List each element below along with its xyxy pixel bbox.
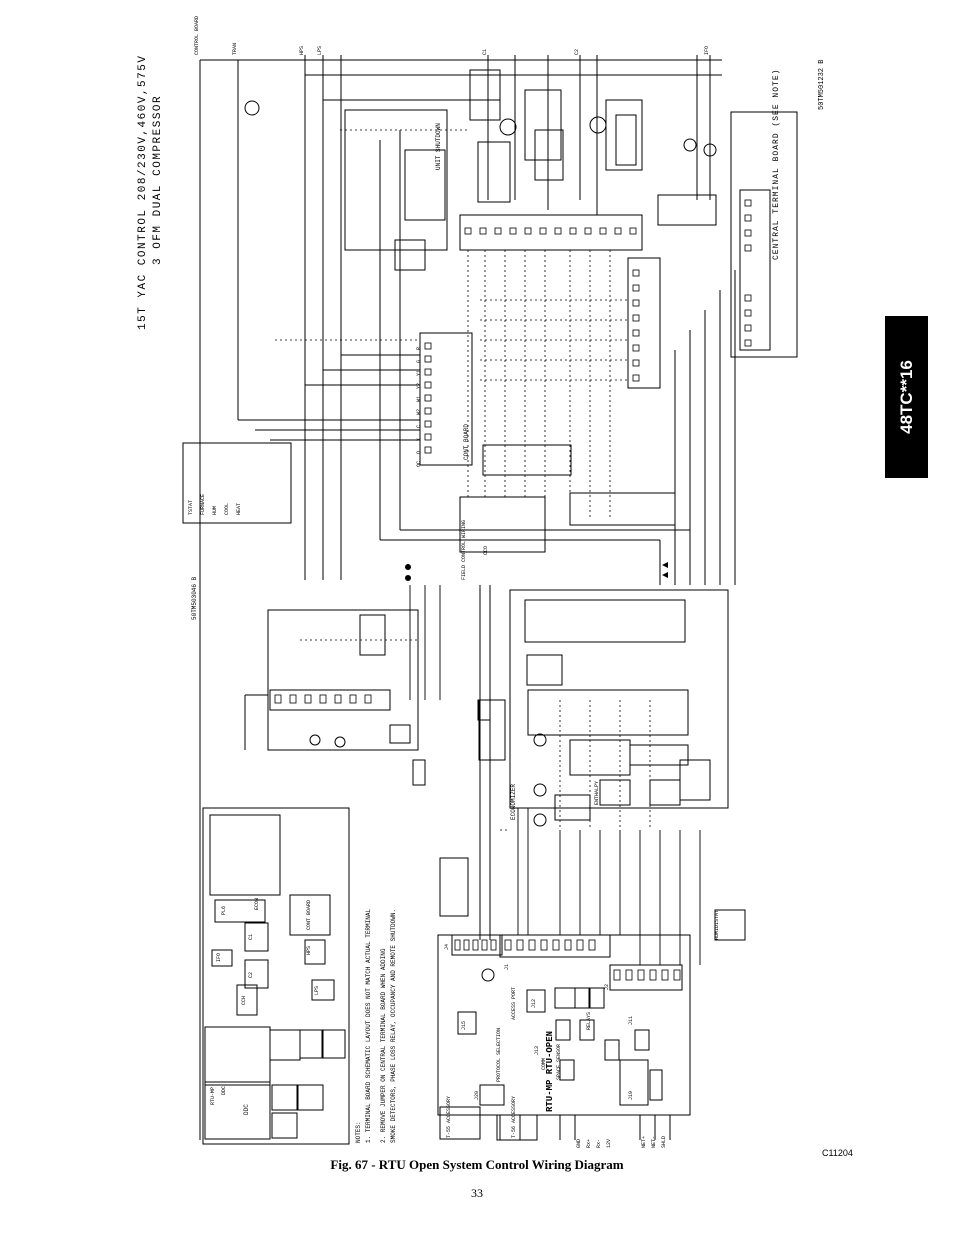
legend-label: J19 <box>628 1091 634 1100</box>
legend-label: HPS <box>306 946 312 955</box>
economizer-label: ECONOMIZER <box>510 784 517 820</box>
bottom-terminal-label: Rx+ <box>586 1139 592 1148</box>
humidistat-label: HUMIDISTAT <box>714 910 720 940</box>
figure-caption: Fig. 67 - RTU Open System Control Wiring… <box>330 1157 624 1172</box>
legend-label: RTU-MP <box>210 1087 216 1105</box>
power-connection-label: LPS <box>317 46 323 55</box>
terminal-label: G <box>416 360 422 363</box>
drawing-number: 50TM501232 B <box>818 60 826 110</box>
unit-shutdown-label: UNIT SHUTDOWN <box>435 123 442 170</box>
power-connection-label: C2 <box>574 49 580 55</box>
terminal-label: Y2 <box>416 383 422 389</box>
note-1: 1. TERMINAL BOARD SCHEMATIC LAYOUT DOES … <box>365 909 372 1143</box>
terminal-label: OC <box>416 461 422 467</box>
secondary-drawing-number: 50TM503046 B <box>191 576 198 620</box>
relays-label: RELAYS <box>586 1012 592 1030</box>
lower-left-label: HEAT <box>236 503 242 515</box>
note-3: SMOKE DETECTORS, PHASE LOSS RELAY, OCCUP… <box>390 909 397 1143</box>
t56-accessory-label: T-56 ACCESSORY <box>511 1096 517 1138</box>
legend-label: IFO <box>216 953 222 962</box>
legend-label: J4 <box>444 944 450 950</box>
ddc-label: DDC <box>243 1104 250 1115</box>
legend-label: LPS <box>314 986 320 995</box>
page-number: 33 <box>471 1186 483 1200</box>
comm-terminal-label: SHLD <box>661 1136 667 1148</box>
comm-terminal-label: NET- <box>651 1136 657 1148</box>
diagram-title-line1: 15T YAC CONTROL 208/230V,460V,575V <box>137 55 149 330</box>
enthalpy-label: ENTHALPY <box>594 781 600 805</box>
central-board-label: CENTRAL TERMINAL BOARD (SEE NOTE) <box>772 69 781 260</box>
model-side-tab: 48TC**16 <box>885 316 928 478</box>
legend-label: CCH <box>241 996 247 1005</box>
legend-label: C2 <box>248 972 254 978</box>
legend-label: C1 <box>248 934 254 940</box>
legend-label: J12 <box>531 999 537 1008</box>
power-connection-label: C1 <box>482 49 488 55</box>
legend-label: J20 <box>474 1091 480 1100</box>
protocol-selection-label: PROTOCOL SELECTION <box>496 1028 502 1082</box>
power-connection-label: CONTROL BOARD <box>194 16 200 55</box>
lower-left-label: HUM <box>212 506 218 515</box>
legend-label: J11 <box>628 1016 634 1025</box>
terminal-label: W1 <box>416 396 422 402</box>
terminal-label: R <box>416 347 422 350</box>
legend-label: J1 <box>504 964 510 970</box>
field-control-wiring-label: FIELD CONTROL WIRING <box>461 520 467 580</box>
rtu-brand-label: RTU-MP RTU-OPEN <box>545 1031 555 1112</box>
bottom-terminal-label: 12V <box>606 1139 612 1148</box>
access-port-label: ACCESS PORT <box>511 987 517 1020</box>
bottom-terminal-label: Rx- <box>596 1139 602 1148</box>
legend-label: J13 <box>534 1046 540 1055</box>
power-connection-label: TRAN <box>232 43 238 55</box>
power-connection-label: IFO <box>704 46 710 55</box>
legend-label: ECON <box>254 898 260 910</box>
cont-board-label: CONT BOARD <box>463 424 470 460</box>
side-tab-text: 48TC**16 <box>896 360 916 434</box>
diagram-title-line2: 3 OFM DUAL COMPRESSOR <box>152 95 164 265</box>
space-sensor-label: SPACE SENSOR <box>556 1044 562 1080</box>
legend-label: J2 <box>604 984 610 990</box>
comm-label: COMM <box>541 1058 547 1070</box>
terminal-label: W2 <box>416 409 422 415</box>
note-2: 2. REMOVE JUMPER ON CENTRAL TERMINAL BOA… <box>380 948 387 1143</box>
terminal-label: O <box>416 451 422 454</box>
lower-left-label: TSTAT <box>188 500 194 515</box>
terminal-label: C <box>416 425 422 428</box>
legend-label: CONT BOARD <box>306 900 312 930</box>
bottom-terminal-label: GND <box>576 1139 582 1148</box>
lower-left-label: COOL <box>224 503 230 515</box>
t55-accessory-label: T-55 ACCESSORY <box>446 1096 452 1138</box>
figure-code: C11204 <box>822 1148 853 1158</box>
terminal-label: Y1 <box>416 370 422 376</box>
terminal-label: X <box>416 438 422 441</box>
power-connection-label: HPS <box>299 46 305 55</box>
lower-left-label: FURNACE <box>200 494 206 515</box>
legend-label: DDC <box>221 1086 227 1095</box>
cco-label: CCO <box>483 546 489 555</box>
comm-terminal-label: NET+ <box>641 1136 647 1148</box>
notes-header: NOTES: <box>355 1121 362 1143</box>
legend-label: J15 <box>461 1021 467 1030</box>
legend-label: PL6 <box>221 906 227 915</box>
